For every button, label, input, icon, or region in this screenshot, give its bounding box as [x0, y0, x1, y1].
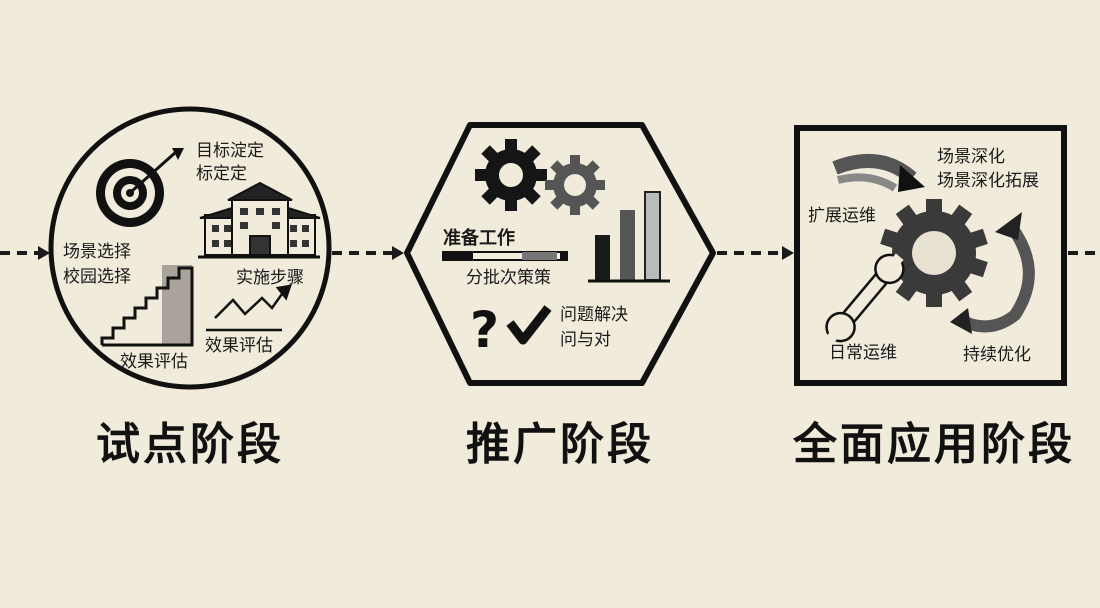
deepen-label-line2: 场景深化拓展 [937, 171, 1039, 191]
scene-label-line1: 场景选择 [63, 242, 131, 262]
chart-eval-label: 效果评估 [205, 336, 273, 356]
svg-text:?: ? [470, 301, 499, 359]
wrench-icon [825, 253, 905, 343]
checkmark-icon [506, 305, 552, 345]
optimize-label: 持续优化 [963, 345, 1031, 365]
bar-chart-icon [588, 191, 670, 283]
batch-label: 分批次策策 [466, 268, 551, 288]
stage-3-title: 全面应用阶段 [793, 419, 1075, 470]
arrowheads [38, 246, 794, 260]
stage-2-title: 推广阶段 [466, 419, 654, 470]
steps-label: 实施步骤 [236, 268, 304, 288]
target-label-line1: 目标淀定 [196, 141, 264, 161]
target-label-line2: 标定定 [196, 164, 247, 184]
building-icon [198, 181, 321, 259]
prep-label: 准备工作 [443, 228, 515, 249]
stage-3-square-frame [794, 125, 1067, 386]
gears-icon [475, 139, 605, 215]
daily-label: 日常运维 [829, 343, 897, 363]
deepen-label-line1: 场景深化 [937, 147, 1005, 167]
question-icon: ? [470, 301, 499, 359]
gear-icon [880, 199, 988, 307]
stage-1-title: 试点阶段 [96, 419, 284, 470]
stairs-eval-label: 效果评估 [120, 352, 188, 372]
stage-1-circle-frame [48, 106, 332, 390]
problem-label-line2: 问与对 [560, 330, 611, 350]
expand-label: 扩展运维 [808, 206, 876, 226]
target-icon [96, 148, 184, 227]
cycle-arrow-icon [950, 212, 1035, 334]
stairs-icon [100, 265, 194, 347]
problem-label-line1: 问题解决 [560, 305, 628, 325]
stage-2-hexagon-frame [404, 122, 716, 386]
trend-arrow-icon [206, 284, 292, 332]
curved-arrow-icon [832, 153, 925, 192]
progress-bar-icon [442, 251, 568, 261]
scene-label-line2: 校园选择 [63, 267, 131, 287]
